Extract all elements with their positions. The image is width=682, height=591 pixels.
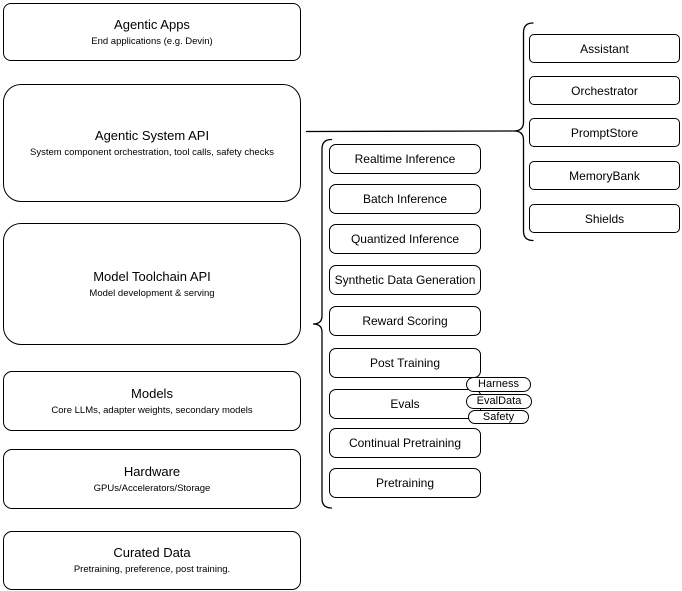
node-subtitle: System component orchestration, tool cal…	[30, 146, 274, 158]
node-pretraining: Pretraining	[329, 468, 481, 498]
node-title: Agentic Apps	[114, 16, 190, 32]
node-reward-scoring: Reward Scoring	[329, 306, 481, 336]
node-realtime-inference: Realtime Inference	[329, 144, 481, 174]
node-orchestrator: Orchestrator	[529, 76, 680, 105]
node-continual-pretraining: Continual Pretraining	[329, 428, 481, 458]
node-subtitle: GPUs/Accelerators/Storage	[93, 482, 211, 494]
system-connector-line	[305, 130, 515, 133]
node-batch-inference: Batch Inference	[329, 184, 481, 214]
node-title: Hardware	[123, 463, 181, 479]
node-evals: Evals	[329, 389, 481, 419]
node-post-training: Post Training	[329, 348, 481, 378]
node-quantized-inference: Quantized Inference	[329, 224, 481, 254]
node-subtitle: Pretraining, preference, post training.	[73, 564, 231, 575]
node-agentic-system-api: Agentic System API System component orch…	[3, 84, 301, 202]
node-title: Agentic System API	[94, 127, 210, 143]
tag-harness: Harness	[466, 377, 531, 392]
node-synthetic-data-generation: Synthetic Data Generation	[329, 265, 481, 295]
node-subtitle: Core LLMs, adapter weights, secondary mo…	[51, 404, 253, 416]
node-title: Models	[131, 385, 173, 401]
node-models: Models Core LLMs, adapter weights, secon…	[3, 371, 301, 431]
node-curated-data: Curated Data Pretraining, preference, po…	[3, 531, 301, 590]
node-memorybank: MemoryBank	[529, 161, 680, 190]
node-subtitle: Model development & serving	[89, 287, 215, 299]
node-promptstore: PromptStore	[529, 118, 680, 147]
node-agentic-apps: Agentic Apps End applications (e.g. Devi…	[3, 3, 301, 61]
node-model-toolchain-api: Model Toolchain API Model development & …	[3, 223, 301, 345]
tag-safety: Safety	[468, 410, 529, 424]
node-subtitle: End applications (e.g. Devin)	[91, 35, 213, 47]
node-assistant: Assistant	[529, 34, 680, 63]
node-hardware: Hardware GPUs/Accelerators/Storage	[3, 449, 301, 509]
node-title: Curated Data	[113, 545, 191, 560]
node-title: Model Toolchain API	[93, 268, 211, 284]
node-shields: Shields	[529, 204, 680, 233]
tag-evaldata: EvalData	[466, 394, 532, 409]
